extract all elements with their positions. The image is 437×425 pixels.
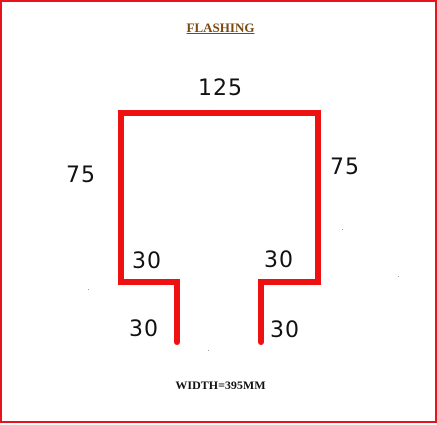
flashing-profile-right-half (213, 110, 321, 345)
flashing-profile-left-half (118, 110, 219, 345)
scan-speck (208, 350, 209, 351)
total-width-note: WIDTH=395MM (175, 378, 266, 392)
dimension-right-drop: 30 (270, 318, 300, 343)
drawing-title: FLASHING (186, 20, 255, 35)
dimension-left-side: 75 (66, 163, 96, 188)
scan-speck (398, 276, 399, 277)
dimension-right-return: 30 (264, 248, 294, 273)
dimension-left-return: 30 (132, 249, 162, 274)
dimension-left-drop: 30 (129, 317, 159, 342)
scan-speck (88, 289, 89, 290)
scan-speck (342, 229, 343, 230)
dimension-top: 125 (198, 76, 243, 101)
dimension-right-side: 75 (330, 155, 360, 180)
